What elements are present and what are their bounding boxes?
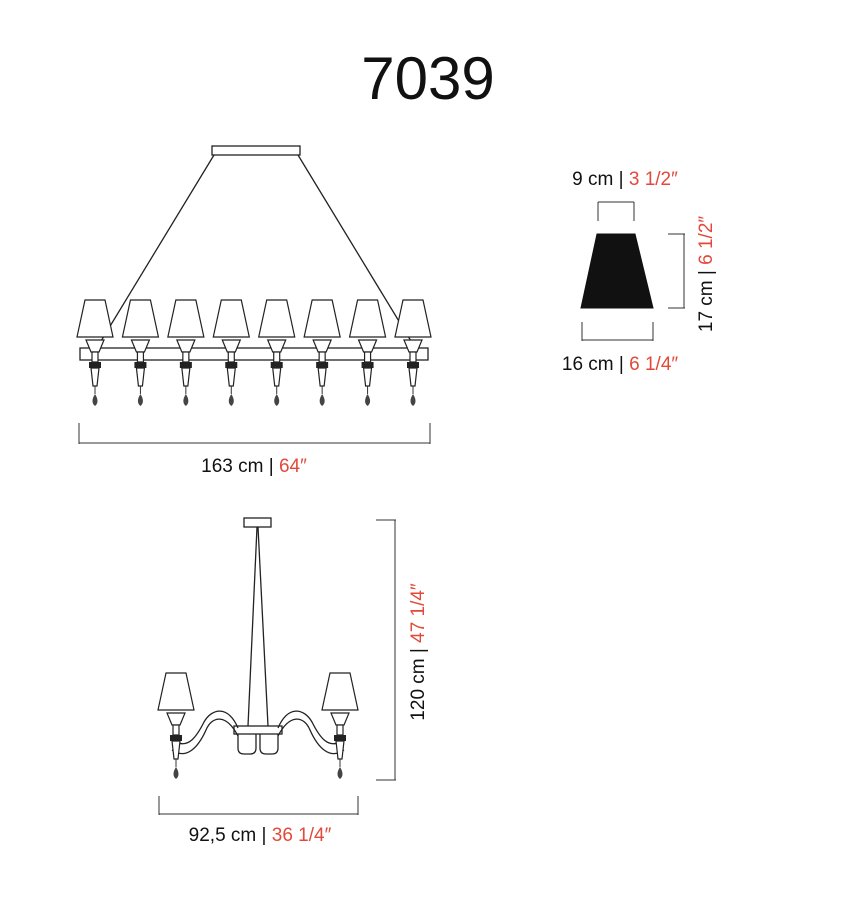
front-shade-3 <box>167 299 205 406</box>
lampshade-silhouette <box>580 233 654 309</box>
side-shade-arms <box>157 672 359 779</box>
shade-detail: 9 cm | 3 1/2″ 16 cm | 6 1/4″ 17 cm | 6 1… <box>562 169 717 375</box>
side-shade-left <box>157 672 195 779</box>
front-shade-8 <box>394 299 432 406</box>
front-shade-1 <box>76 299 114 406</box>
side-arm-left <box>175 710 239 745</box>
side-shade-right <box>321 672 359 779</box>
front-width-label: 163 cm | 64″ <box>201 456 307 477</box>
side-arm-right <box>277 710 341 745</box>
front-view-drawing <box>76 145 432 406</box>
side-width-dimension: 92,5 cm | 36 1/4″ <box>158 796 359 846</box>
shade-top-width-label: 9 cm | 3 1/2″ <box>572 169 678 190</box>
suspension-cable-left <box>97 154 215 347</box>
side-view-drawing <box>157 517 359 779</box>
shade-bottom-width-label: 16 cm | 6 1/4″ <box>562 354 679 375</box>
model-number: 7039 <box>361 45 494 112</box>
front-shade-arms <box>76 299 432 406</box>
shade-height-label: 17 cm | 6 1/2″ <box>696 216 717 333</box>
front-shade-2 <box>121 299 160 406</box>
side-height-label: 120 cm | 47 1/4″ <box>408 583 429 721</box>
side-ceiling-canopy <box>243 517 272 528</box>
ceiling-canopy <box>211 145 301 156</box>
front-width-dimension: 163 cm | 64″ <box>78 423 431 477</box>
side-width-label: 92,5 cm | 36 1/4″ <box>189 825 332 846</box>
side-height-dimension: 120 cm | 47 1/4″ <box>376 519 429 781</box>
front-shade-6 <box>303 299 341 406</box>
central-hub <box>233 725 283 735</box>
suspension-cable-right <box>297 154 415 347</box>
front-shade-5 <box>257 299 296 406</box>
front-shade-4 <box>212 299 251 406</box>
front-shade-7 <box>348 299 387 406</box>
chandelier-bar <box>79 347 429 361</box>
